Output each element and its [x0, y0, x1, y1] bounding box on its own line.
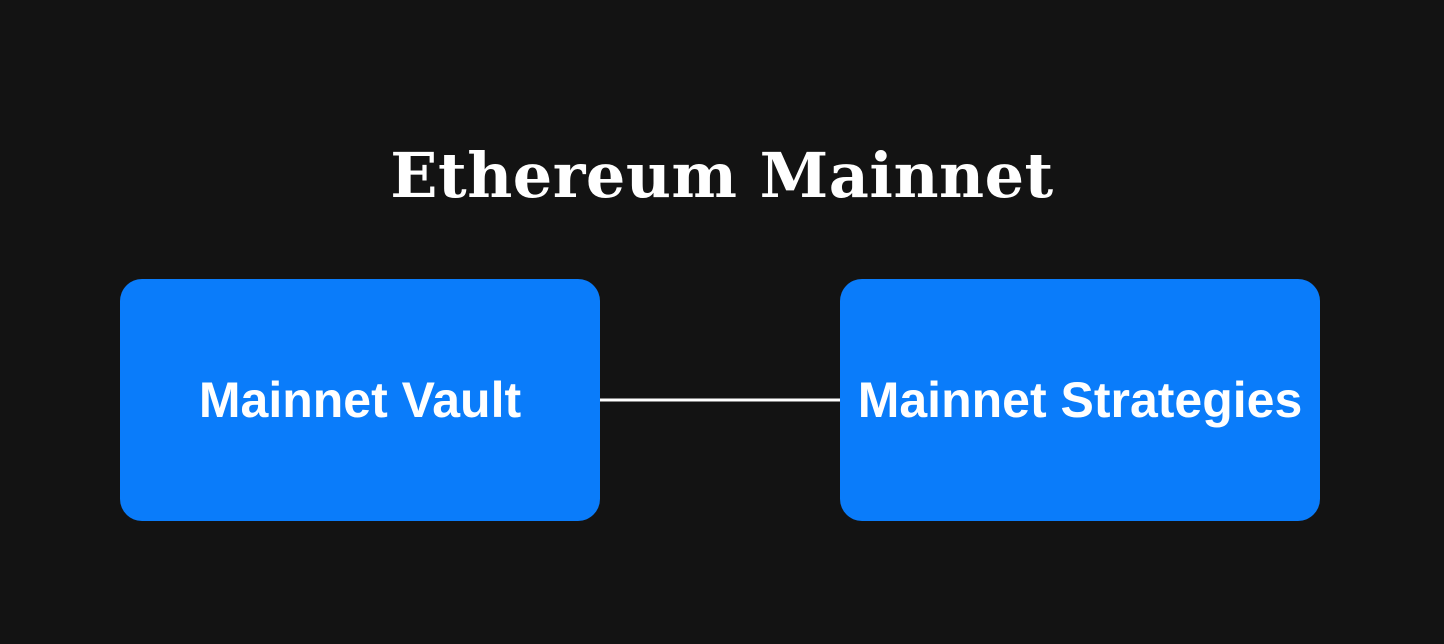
- node-mainnet-strategies[interactable]: Mainnet Strategies: [840, 279, 1320, 521]
- cluster-title-ethereum-mainnet: Ethereum Mainnet: [390, 139, 1054, 212]
- node-mainnet-vault[interactable]: Mainnet Vault: [120, 279, 600, 521]
- node-label-mainnet-vault: Mainnet Vault: [198, 372, 522, 428]
- node-label-mainnet-strategies: Mainnet Strategies: [857, 372, 1303, 428]
